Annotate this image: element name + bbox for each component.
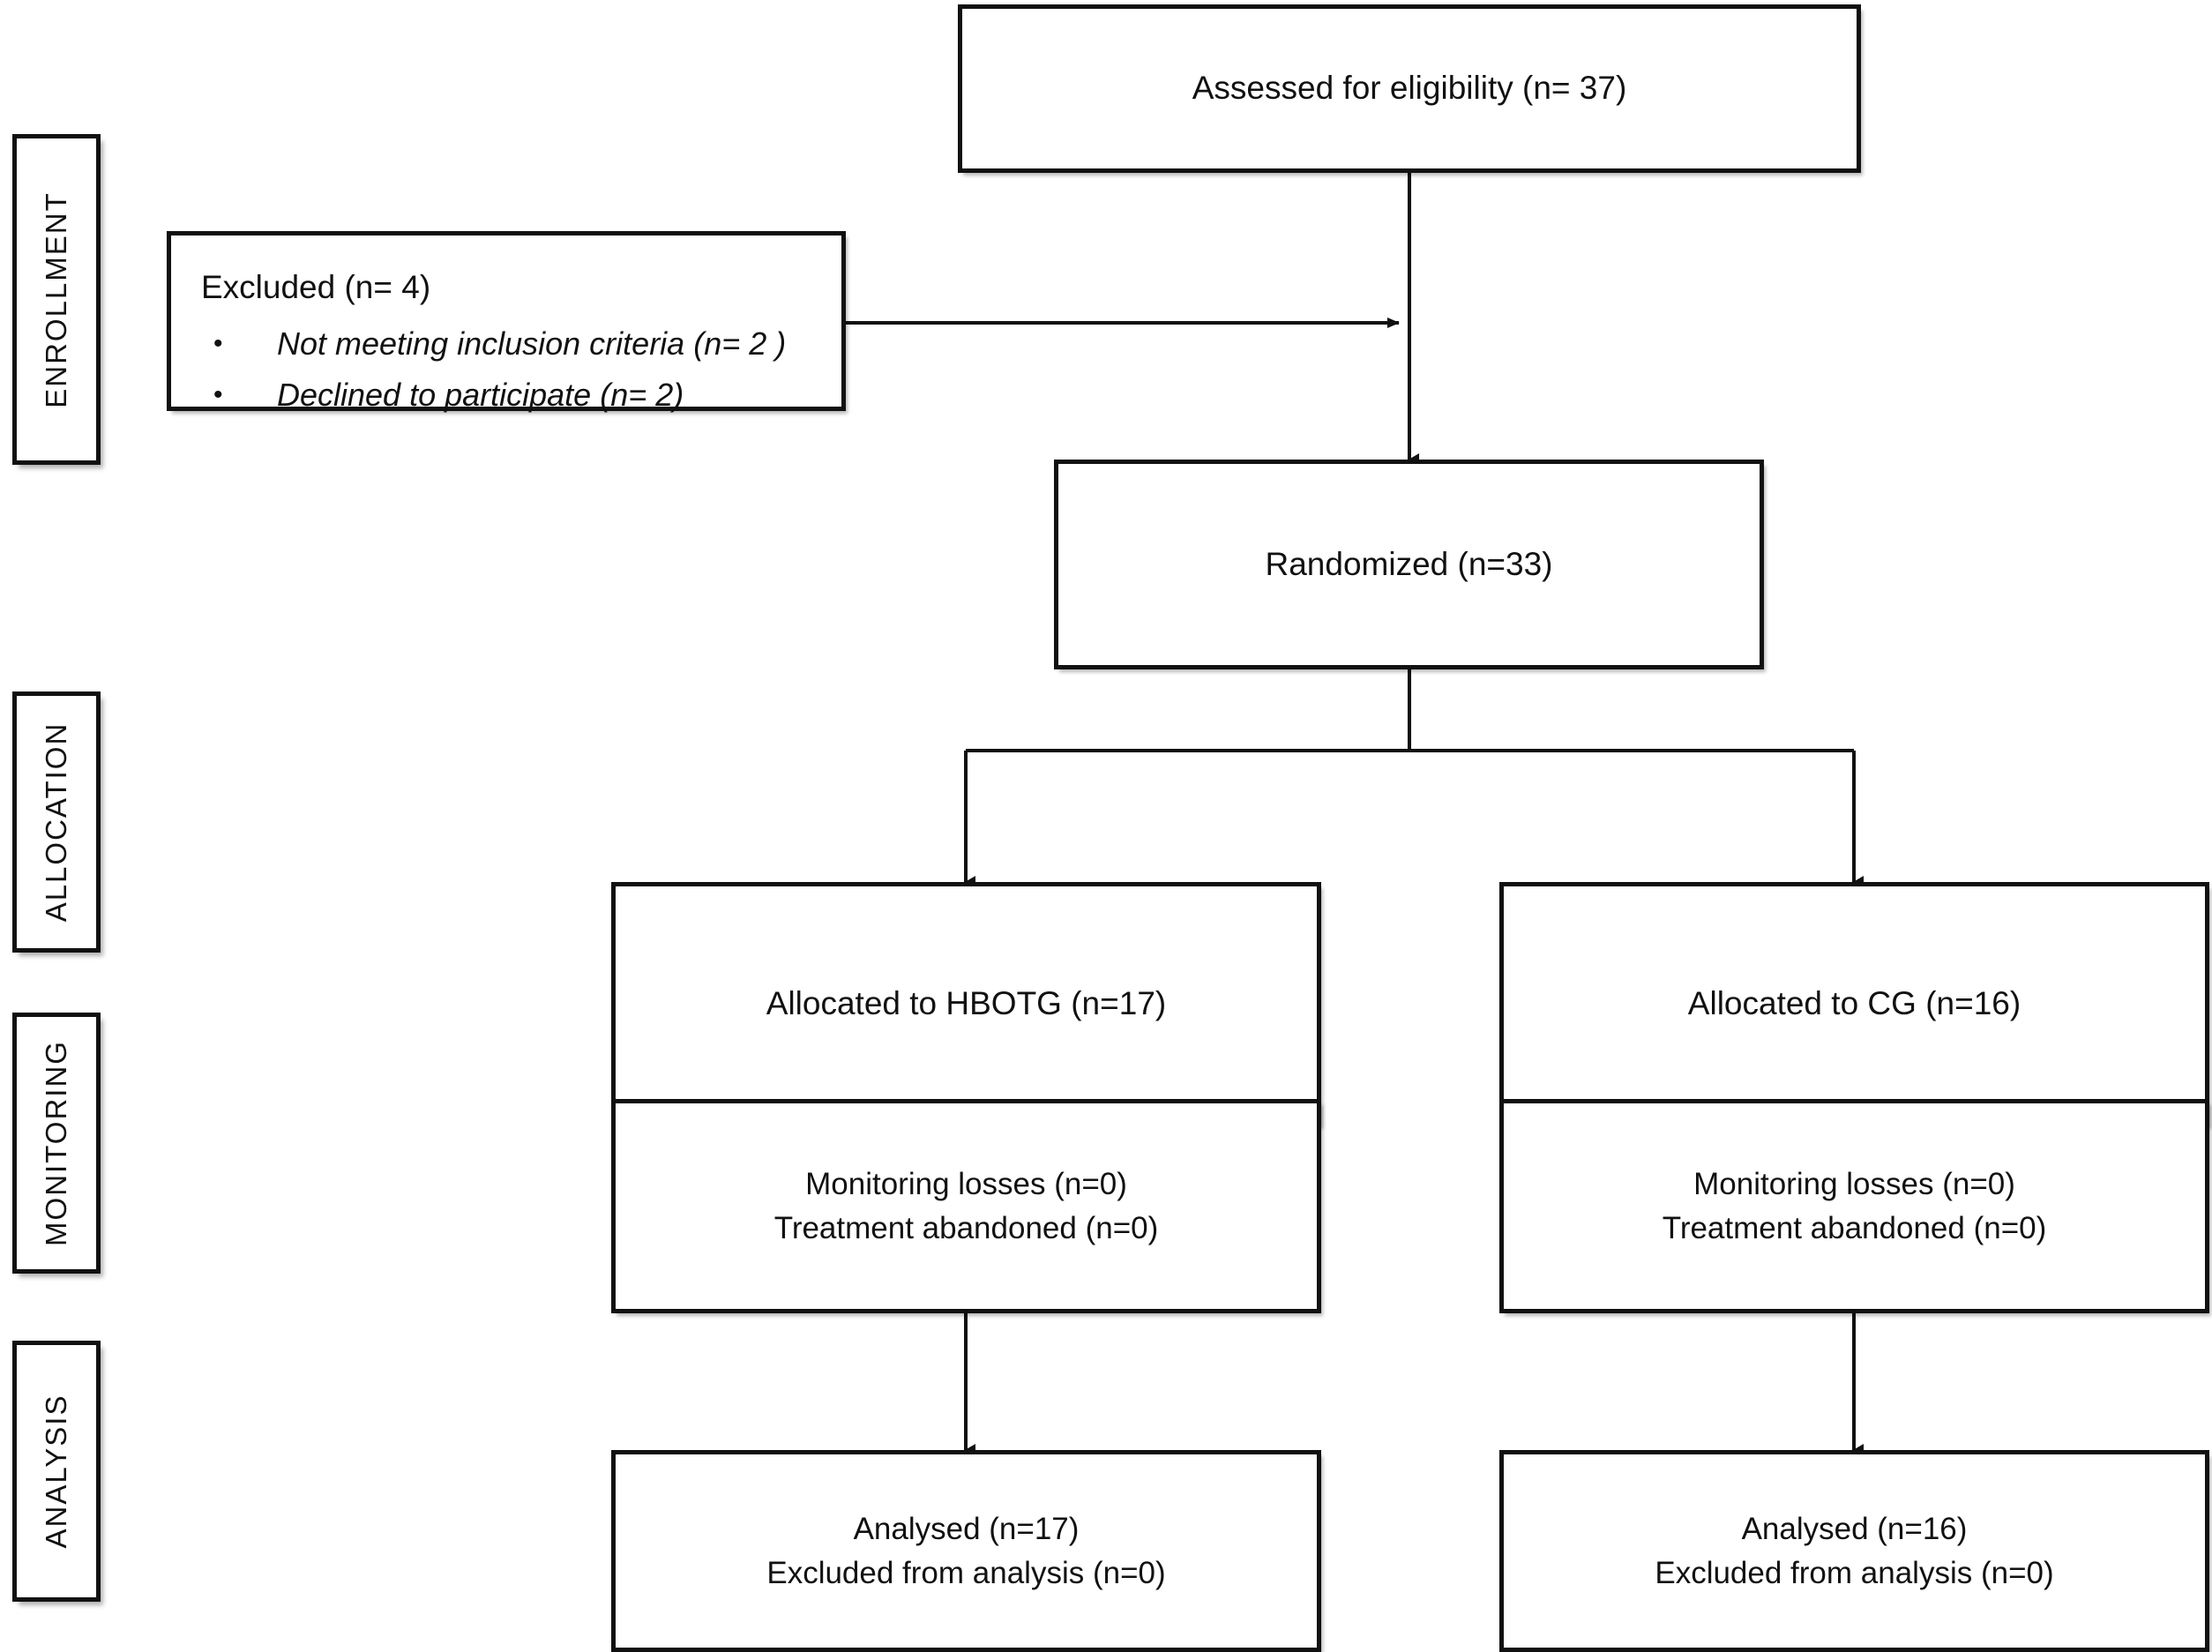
- stage-analysis-label: ANALYSIS: [40, 1394, 72, 1549]
- node-analysis-cg-text: Analysed (n=16) Excluded from analysis (…: [1655, 1507, 2053, 1595]
- node-monitoring-hbotg-text: Monitoring losses (n=0) Treatment abando…: [774, 1162, 1159, 1250]
- stage-enrollment-label: ENROLLMENT: [40, 191, 72, 408]
- node-analysis-cg: Analysed (n=16) Excluded from analysis (…: [1499, 1450, 2209, 1652]
- stage-monitoring: MONITORING: [12, 1013, 101, 1274]
- node-monitoring-hbotg: Monitoring losses (n=0) Treatment abando…: [611, 1099, 1321, 1313]
- list-item: • Declined to participate (n= 2): [201, 370, 841, 421]
- node-allocated-hbotg-label: Allocated to HBOTG (n=17): [766, 985, 1167, 1022]
- node-monitoring-hbotg-line1: Monitoring losses (n=0): [805, 1166, 1127, 1201]
- node-monitoring-cg-line1: Monitoring losses (n=0): [1693, 1166, 2015, 1201]
- bullet-icon: •: [213, 380, 223, 410]
- node-randomized-label: Randomized (n=33): [1265, 545, 1553, 582]
- stage-allocation-label: ALLOCATION: [40, 721, 72, 923]
- stage-analysis: ANALYSIS: [12, 1341, 101, 1602]
- node-analysis-hbotg-text: Analysed (n=17) Excluded from analysis (…: [766, 1507, 1165, 1595]
- node-monitoring-hbotg-line2: Treatment abandoned (n=0): [773, 1210, 1159, 1245]
- node-allocated-cg-label: Allocated to CG (n=16): [1687, 985, 2021, 1022]
- node-assessed-for-eligibility: Assessed for eligibility (n= 37): [958, 4, 1861, 173]
- node-monitoring-cg: Monitoring losses (n=0) Treatment abando…: [1499, 1099, 2209, 1313]
- node-excluded-item-0: Not meeting inclusion criteria (n= 2 ): [277, 325, 787, 362]
- node-analysis-hbotg-line2: Excluded from analysis (n=0): [766, 1555, 1166, 1590]
- node-excluded-content: Excluded (n= 4) • Not meeting inclusion …: [167, 231, 846, 413]
- node-allocated-cg: Allocated to CG (n=16): [1499, 882, 2209, 1126]
- node-analysis-hbotg: Analysed (n=17) Excluded from analysis (…: [611, 1450, 1321, 1652]
- stage-enrollment: ENROLLMENT: [12, 134, 101, 465]
- node-randomized: Randomized (n=33): [1054, 460, 1764, 669]
- stage-monitoring-label: MONITORING: [40, 1040, 72, 1246]
- node-excluded-title: Excluded (n= 4): [201, 269, 431, 305]
- node-monitoring-cg-line2: Treatment abandoned (n=0): [1662, 1210, 2047, 1245]
- bullet-icon: •: [213, 329, 223, 358]
- node-analysis-cg-line2: Excluded from analysis (n=0): [1655, 1555, 2054, 1590]
- list-item: • Not meeting inclusion criteria (n= 2 ): [201, 318, 841, 370]
- node-analysis-hbotg-line1: Analysed (n=17): [853, 1511, 1080, 1546]
- stage-allocation: ALLOCATION: [12, 691, 101, 953]
- node-excluded-list: • Not meeting inclusion criteria (n= 2 )…: [201, 318, 841, 422]
- node-analysis-cg-line1: Analysed (n=16): [1741, 1511, 1968, 1546]
- node-excluded-item-1: Declined to participate (n= 2): [277, 377, 684, 414]
- node-assessed-label: Assessed for eligibility (n= 37): [1192, 70, 1627, 107]
- node-monitoring-cg-text: Monitoring losses (n=0) Treatment abando…: [1663, 1162, 2047, 1250]
- node-allocated-hbotg: Allocated to HBOTG (n=17): [611, 882, 1321, 1126]
